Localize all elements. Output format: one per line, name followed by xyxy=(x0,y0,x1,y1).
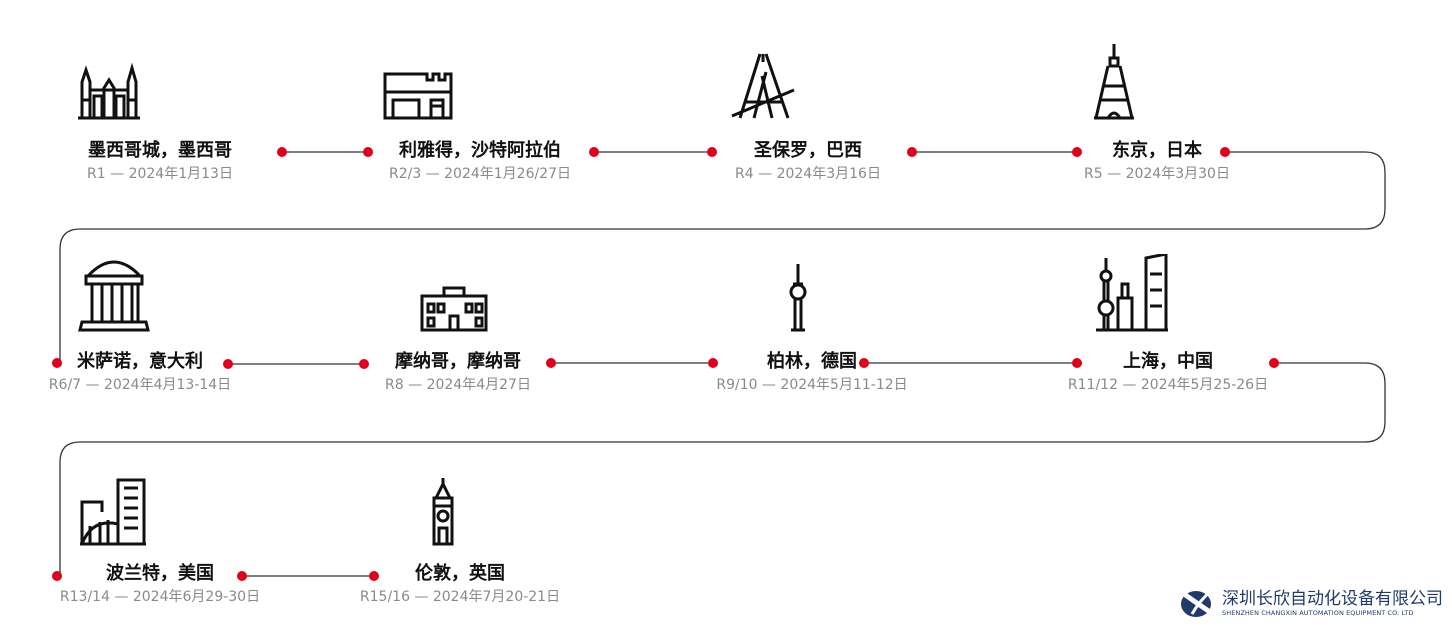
stop-city: 波兰特，美国 xyxy=(105,563,214,584)
timeline-dot xyxy=(223,359,233,369)
stop-city: 伦敦，英国 xyxy=(414,563,505,584)
stop-sao-paulo: 圣保罗，巴西 R4 — 2024年3月16日 xyxy=(735,140,881,183)
stop-riyadh: 利雅得，沙特阿拉伯 R2/3 — 2024年1月26/27日 xyxy=(389,140,571,183)
timeline-dot xyxy=(237,571,247,581)
cathedral-icon xyxy=(74,60,144,124)
row-wrap-line xyxy=(59,151,1386,363)
stop-city: 柏林，德国 xyxy=(766,351,857,372)
stop-misano: 米萨诺，意大利 R6/7 — 2024年4月13-14日 xyxy=(49,351,231,394)
timeline-dot xyxy=(1269,358,1279,368)
stop-city: 东京，日本 xyxy=(1111,140,1202,161)
timeline-dot xyxy=(708,358,718,368)
timeline-dot xyxy=(707,147,717,157)
stop-detail: R13/14 — 2024年6月29-30日 xyxy=(59,589,261,605)
stop-detail: R6/7 — 2024年4月13-14日 xyxy=(48,377,232,393)
stop-detail: R15/16 — 2024年7月20-21日 xyxy=(359,589,561,605)
tokyo-tower-icon xyxy=(1090,42,1138,124)
stop-monaco: 摩纳哥，摩纳哥 R8 — 2024年4月27日 xyxy=(385,351,531,394)
row-wrap-line xyxy=(59,362,1386,576)
tv-tower-icon xyxy=(785,262,811,336)
timeline-dot xyxy=(52,358,62,368)
timeline-dot xyxy=(1072,358,1082,368)
company-logo: 深圳长欣自动化设备有限公司 SHENZHEN CHANGXIN AUTOMATI… xyxy=(1178,586,1443,620)
timeline-dot xyxy=(859,358,869,368)
stop-city: 利雅得，沙特阿拉伯 xyxy=(398,140,561,161)
stop-detail: R4 — 2024年3月16日 xyxy=(735,166,881,182)
stop-tokyo: 东京，日本 R5 — 2024年3月30日 xyxy=(1084,140,1230,183)
stop-city: 圣保罗，巴西 xyxy=(753,140,862,161)
stop-berlin: 柏林，德国 R9/10 — 2024年5月11-12日 xyxy=(716,351,907,394)
stop-london: 伦敦，英国 R15/16 — 2024年7月20-21日 xyxy=(360,563,560,606)
timeline-dot xyxy=(369,571,379,581)
stop-city: 摩纳哥，摩纳哥 xyxy=(394,351,521,372)
stop-detail: R8 — 2024年4月27日 xyxy=(385,377,531,393)
timeline-dot xyxy=(589,147,599,157)
stop-shanghai: 上海，中国 R11/12 — 2024年5月25-26日 xyxy=(1068,351,1268,394)
stop-detail: R2/3 — 2024年1月26/27日 xyxy=(388,166,572,182)
stop-detail: R1 — 2024年1月13日 xyxy=(87,166,233,182)
timeline-dot xyxy=(1220,147,1230,157)
timeline-dot xyxy=(907,147,917,157)
fort-icon xyxy=(383,70,453,124)
stop-city: 墨西哥城，墨西哥 xyxy=(87,140,232,161)
timeline-dot xyxy=(1072,147,1082,157)
timeline-dot xyxy=(359,359,369,369)
timeline-dot xyxy=(363,147,373,157)
stop-detail: R5 — 2024年3月30日 xyxy=(1084,166,1230,182)
stop-city: 米萨诺，意大利 xyxy=(76,351,203,372)
cable-bridge-icon xyxy=(730,52,800,126)
timeline-dot xyxy=(546,358,556,368)
shanghai-skyline-icon xyxy=(1094,252,1170,336)
logo-name-cn: 深圳长欣自动化设备有限公司 xyxy=(1222,589,1443,609)
stop-portland: 波兰特，美国 R13/14 — 2024年6月29-30日 xyxy=(60,563,260,606)
logo-mark-icon xyxy=(1181,588,1218,619)
timeline-dot xyxy=(52,571,62,581)
portland-buildings-icon xyxy=(78,476,148,550)
stop-detail: R11/12 — 2024年5月25-26日 xyxy=(1067,377,1269,393)
timeline-dot xyxy=(277,147,287,157)
stop-mexico-city: 墨西哥城，墨西哥 R1 — 2024年1月13日 xyxy=(87,140,233,183)
palace-icon xyxy=(420,282,488,336)
domed-temple-icon xyxy=(78,252,150,336)
stop-city: 上海，中国 xyxy=(1122,351,1213,372)
stop-detail: R9/10 — 2024年5月11-12日 xyxy=(716,377,908,393)
logo-name-en: SHENZHEN CHANGXIN AUTOMATION EQUIPMENT C… xyxy=(1222,609,1414,617)
big-ben-icon xyxy=(428,476,458,550)
